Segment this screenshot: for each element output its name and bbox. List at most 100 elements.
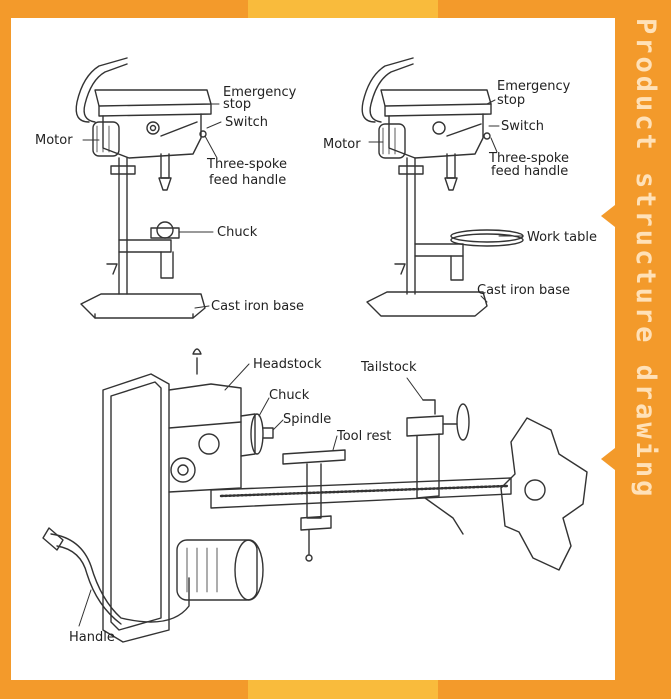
lathe-headstock-knob: [192, 348, 202, 375]
drill1-column: [118, 157, 128, 295]
lathe: [42, 348, 588, 643]
diagram-canvas: Emergency stop Switch Motor Three-spoke …: [35, 57, 597, 645]
drill2-table-arm: [414, 243, 464, 257]
drill1-feed-hub-center: [149, 124, 157, 132]
drill2-label-base: Cast iron base: [477, 283, 570, 298]
drill2-carry-handle-inner: [369, 63, 414, 123]
drill2-base: [366, 291, 488, 317]
bottom-border: [0, 680, 671, 699]
drill2-label-estop-1: Emergency: [497, 79, 571, 94]
drill2-head-top: [380, 89, 492, 107]
drill1-spindle: [160, 153, 170, 179]
drill2-motor-fins: [382, 127, 396, 155]
drill1-label-estop-2: stop: [223, 97, 251, 112]
lathe-bed: [210, 477, 512, 509]
drill2-spindle: [446, 153, 456, 179]
bottom-border-right: [438, 680, 671, 699]
drill1-label-switch: Switch: [225, 115, 268, 130]
lathe-headstock: [168, 383, 242, 493]
panel-notch-lower: [601, 448, 615, 470]
drill2-head-front: [384, 103, 492, 117]
panel-notch-upper: [601, 205, 615, 227]
drill2-motor: [378, 123, 406, 159]
side-title: Product structure drawing: [625, 18, 665, 680]
lathe-handle-inner: [56, 545, 122, 625]
lathe-chuck-face: [250, 413, 264, 455]
drill2-label-work-table: Work table: [527, 230, 597, 245]
drill1-head-top: [94, 89, 212, 107]
lathe-tool-rest-bar: [282, 449, 346, 465]
drill1-feed-knob: [199, 130, 207, 138]
lathe-label-tailstock: Tailstock: [360, 360, 417, 375]
lathe-leader-tool-rest: [332, 435, 338, 451]
drill2-feed-knob: [483, 132, 491, 140]
drill2-chuck-small: [444, 177, 458, 191]
lathe-label-handle: Handle: [69, 630, 115, 645]
drill1-chuck-jaw: [156, 221, 174, 239]
lathe-tool-rest-base: [300, 515, 332, 531]
drill2-label-estop-2: stop: [497, 93, 525, 108]
top-border-right: [438, 0, 671, 18]
lathe-right-stand: [500, 417, 588, 571]
lathe-headstock-line: [168, 421, 242, 429]
drill1-body: [102, 113, 202, 159]
drill1-base: [80, 293, 206, 319]
bottom-border-center: [248, 680, 438, 699]
lathe-label-tool-rest: Tool rest: [336, 429, 391, 444]
top-border-left: [0, 0, 248, 18]
drill1-table-support: [160, 251, 174, 279]
drill1-label-chuck: Chuck: [217, 225, 258, 240]
lathe-speed-dial: [198, 433, 220, 455]
lathe-spindle: [262, 427, 274, 439]
lathe-end-cover-inner: [110, 381, 162, 631]
side-title-text: Product structure drawing: [630, 18, 661, 500]
drill1-label-feed-1: Three-spoke: [206, 157, 287, 172]
drill1-feed-hub: [146, 121, 160, 135]
drill2-label-motor: Motor: [323, 137, 361, 152]
drill1-head-front: [98, 103, 212, 117]
drill2-feed-hub: [432, 121, 446, 135]
lathe-label-chuck: Chuck: [269, 388, 310, 403]
lathe-tailstock-wheel: [456, 403, 470, 441]
drill2-work-table-edge: [450, 233, 524, 247]
drill2-feed-spoke: [446, 123, 482, 137]
lathe-leader-handle: [78, 589, 92, 627]
lathe-motor-fins: [186, 547, 218, 593]
top-border: [0, 0, 671, 18]
drill1-chuck-small: [158, 177, 172, 191]
lathe-tailstock-body: [416, 433, 440, 499]
drill1-label-base: Cast iron base: [211, 299, 304, 314]
drill2-column: [406, 157, 416, 295]
lathe-handle-outer: [50, 533, 190, 623]
drill1-base-feet: [94, 313, 194, 319]
drill1-motor-fins: [96, 125, 110, 153]
lathe-motor: [176, 539, 258, 601]
lathe-label-headstock: Headstock: [253, 357, 322, 372]
drill1-motor: [92, 121, 120, 157]
lathe-end-cover: [102, 373, 170, 643]
drill2-label-feed-2: feed handle: [491, 164, 568, 179]
drill2-body: [388, 113, 484, 159]
lathe-tailstock-quill: [406, 415, 444, 437]
drill1-label-estop-1: Emergency: [223, 85, 297, 100]
diagram-panel: Emergency stop Switch Motor Three-spoke …: [11, 18, 615, 680]
drill1-table-arm: [118, 239, 172, 253]
lathe-chuck: [240, 413, 256, 457]
drill1-feed-spoke: [160, 121, 198, 137]
lathe-tool-rest-post: [306, 463, 322, 519]
drill2-carry-handle: [361, 57, 414, 123]
drill2-label-switch: Switch: [501, 119, 544, 134]
drill2-leader-feed: [490, 137, 498, 153]
drill-press-left: [75, 57, 222, 319]
lathe-leader-spindle: [272, 419, 284, 431]
drill2-label-feed-1: Three-spoke: [488, 151, 569, 166]
drill1-crank: [106, 263, 118, 275]
lathe-motor-end: [234, 539, 264, 601]
lathe-right-hole: [524, 479, 546, 501]
lathe-tailstock-handle: [424, 497, 464, 535]
drill1-chuck-plate: [150, 227, 180, 239]
drill2-collar: [398, 165, 424, 175]
drill2-leader-estop: [486, 99, 496, 105]
drill1-carry-handle-inner: [83, 63, 128, 123]
lathe-leader-tailstock: [406, 377, 424, 401]
